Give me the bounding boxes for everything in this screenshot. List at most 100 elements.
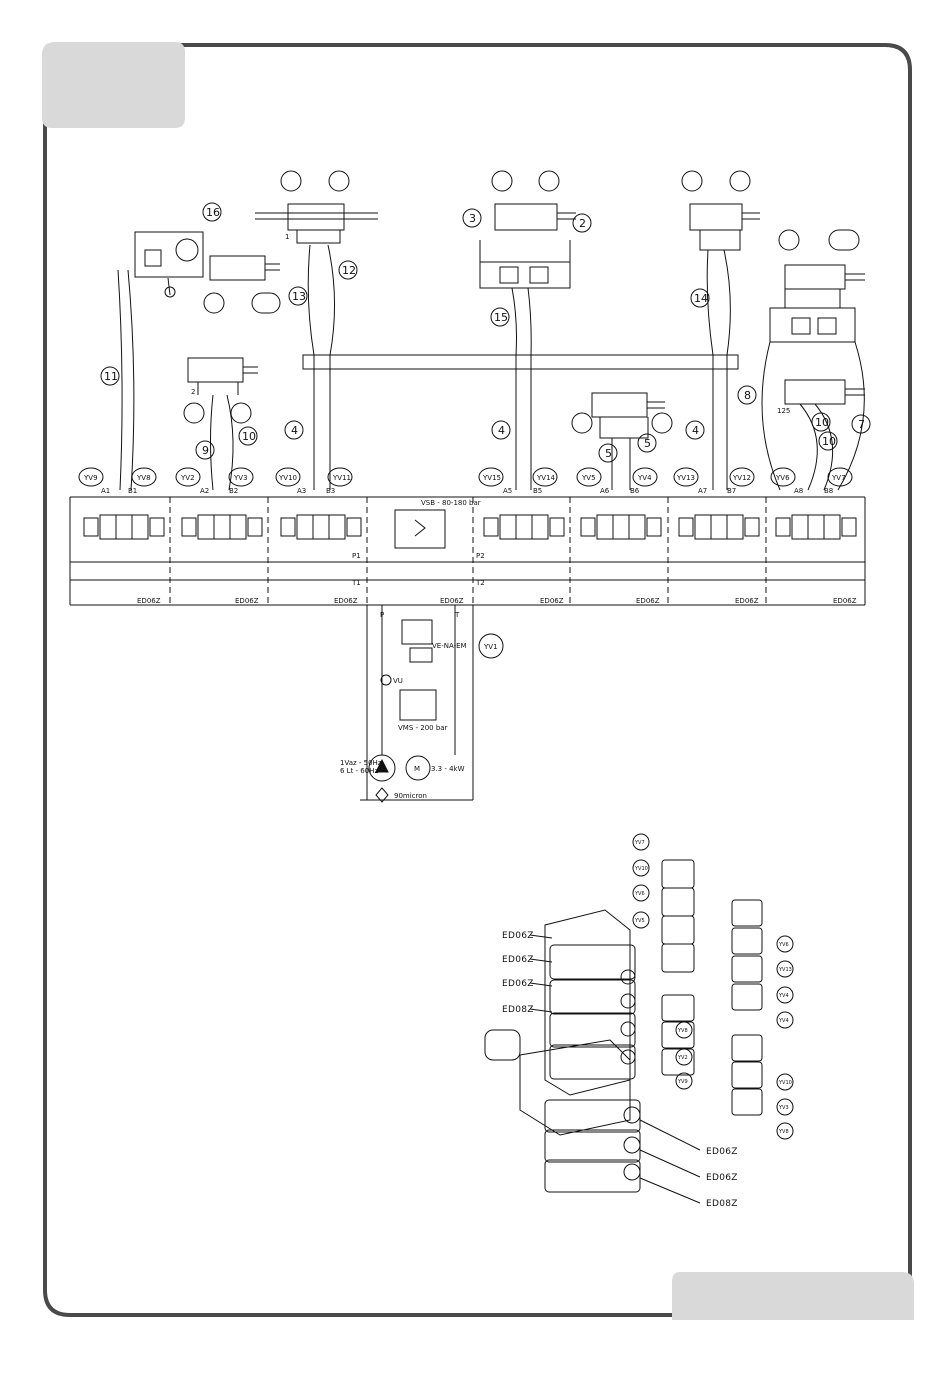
assembly-label-left: ED08Z xyxy=(502,1005,534,1015)
section-tag: ED06Z xyxy=(334,597,358,605)
section-tags: ED06Z ED06Z ED06Z ED06Z ED06Z ED06Z ED06… xyxy=(137,597,857,605)
coil-label: YV7 xyxy=(634,840,645,846)
coil-label: YV4 xyxy=(778,993,789,999)
section-tag: ED06Z xyxy=(235,597,259,605)
hydraulic-schematic xyxy=(69,170,871,1204)
circuit-labels: P1 T1 P2 T2 P T VSB - 80-180 bar VMS - 2… xyxy=(340,499,498,800)
coil-label: YV6 xyxy=(778,942,789,948)
cylinder-7 xyxy=(591,392,665,439)
port-label: P1 xyxy=(352,552,361,560)
coil-label: YV10 xyxy=(634,866,648,872)
section-tag: ED06Z xyxy=(440,597,464,605)
coil-label: YV5 xyxy=(634,918,645,924)
callout: 2 xyxy=(579,217,586,230)
valve-label: B2 xyxy=(229,487,238,495)
manifold-bar xyxy=(302,354,739,370)
callout: 10 xyxy=(822,435,836,448)
corner-tab-top xyxy=(42,42,185,128)
section-tag: ED06Z xyxy=(540,597,564,605)
cylinder-8 xyxy=(134,231,280,298)
callout: 5 xyxy=(605,447,612,460)
relief-valve-label: VSB - 80-180 bar xyxy=(421,499,481,507)
callout: 4 xyxy=(692,424,699,437)
valve-label: B3 xyxy=(326,487,335,495)
valve-label: YV10 xyxy=(278,474,297,482)
callout: 4 xyxy=(498,424,505,437)
assembly-label-left: ED06Z xyxy=(502,931,534,941)
assembly-label-right: ED06Z xyxy=(706,1173,738,1183)
cylinder-2 xyxy=(479,203,576,289)
valve-label: YV11 xyxy=(332,474,351,482)
valve-label: YV2 xyxy=(180,474,195,482)
callout-numbers: 16 1 12 13 3 2 14 15 11 2 9 10 4 4 5 5 4… xyxy=(104,206,865,460)
coil-label: YV8 xyxy=(677,1028,688,1034)
callout: 16 xyxy=(206,206,220,219)
valve-label: B1 xyxy=(128,487,137,495)
assembly-drawing xyxy=(484,833,794,1204)
pump-label: 1Vaz - 50Hz xyxy=(340,759,382,767)
cylinder-4 xyxy=(769,264,865,343)
valve-label: YV9 xyxy=(83,474,98,482)
assembly-labels: ED06Z ED06Z ED06Z ED08Z ED06Z ED06Z ED08… xyxy=(502,931,738,1209)
section-tag: ED06Z xyxy=(833,597,857,605)
coil-label: YV8 xyxy=(778,1129,789,1135)
coil-labels: YV7 YV10 YV6 YV5 YV6 YV13 YV4 YV4 YV8 YV… xyxy=(634,840,792,1135)
callout: 13 xyxy=(292,290,306,303)
valve-label: A7 xyxy=(698,487,707,495)
callout: 12 xyxy=(342,264,356,277)
callout: 14 xyxy=(694,292,708,305)
callout: 2 xyxy=(191,388,195,396)
valve-label: A5 xyxy=(503,487,512,495)
valve-tag-circles xyxy=(78,467,853,487)
valve-label: B6 xyxy=(630,487,640,495)
port-label: P2 xyxy=(476,552,485,560)
callout: 8 xyxy=(744,389,751,402)
callout: 5 xyxy=(644,437,651,450)
valve-label: B7 xyxy=(727,487,736,495)
port-label: T1 xyxy=(351,579,361,587)
valve-label: A8 xyxy=(794,487,803,495)
section-tag: ED06Z xyxy=(735,597,759,605)
port-label: T xyxy=(454,611,460,619)
cylinder-1 xyxy=(255,203,378,244)
callout: 125 xyxy=(777,407,790,415)
valve-label: YV8 xyxy=(136,474,151,482)
max-valve-label: VMS - 200 bar xyxy=(398,724,448,732)
check-valve-label: VU xyxy=(393,677,403,685)
coil-label: YV4 xyxy=(778,1018,789,1024)
assembly-label-right: ED08Z xyxy=(706,1199,738,1209)
valve-label: YV5 xyxy=(581,474,596,482)
valve-label: A3 xyxy=(297,487,306,495)
assembly-label-left: ED06Z xyxy=(502,979,534,989)
callout: 7 xyxy=(858,418,865,431)
valve-label: YV7 xyxy=(831,474,846,482)
pump-label: 6 Lt - 60Hz xyxy=(340,767,378,775)
valve-label: YV3 xyxy=(233,474,248,482)
coil-label: YV6 xyxy=(634,891,645,897)
valve-label: B8 xyxy=(824,487,833,495)
callout: 1 xyxy=(285,233,289,241)
coil-label: YV13 xyxy=(778,967,792,973)
callout: 9 xyxy=(202,444,209,457)
cylinder-5 xyxy=(784,379,865,405)
valve-label: A2 xyxy=(200,487,209,495)
valve-label: YV6 xyxy=(775,474,790,482)
valve-label: A6 xyxy=(600,487,610,495)
valve-label: YV12 xyxy=(732,474,751,482)
valve-label: YV14 xyxy=(536,474,556,482)
section-tag: ED06Z xyxy=(137,597,161,605)
valve-stack xyxy=(69,496,866,606)
callout-circles xyxy=(100,202,871,463)
coil-label: YV9 xyxy=(677,1079,688,1085)
valve-labels: YV9 B1 YV8 YV2 A2 B2 YV3 YV10 A3 B3 YV11… xyxy=(83,474,846,495)
valve-label: A1 xyxy=(101,487,110,495)
motor-label: 3.3 - 4kW xyxy=(431,765,465,773)
motor-letter: M xyxy=(414,765,420,773)
corner-tab-bottom xyxy=(672,1272,914,1320)
coil-label: YV3 xyxy=(778,1105,789,1111)
callout: 3 xyxy=(469,212,476,225)
cylinder-6 xyxy=(187,357,258,395)
coil-label: YV10 xyxy=(778,1080,792,1086)
filter-label: 90micron xyxy=(394,792,427,800)
valve-label: B5 xyxy=(533,487,542,495)
